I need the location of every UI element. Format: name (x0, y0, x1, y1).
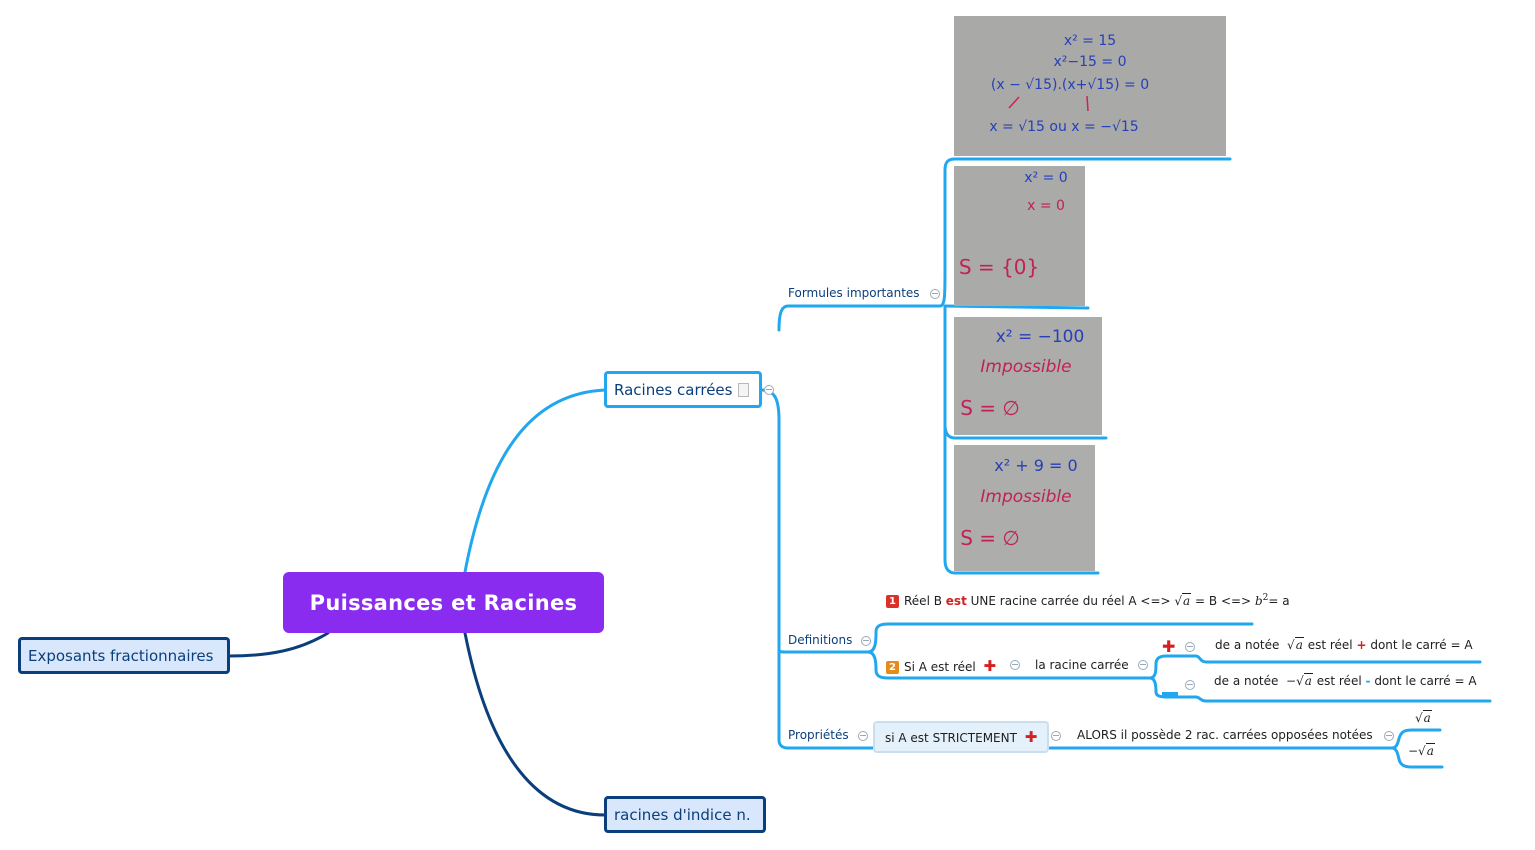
condition-label: si A est STRICTEMENT (885, 731, 1017, 745)
topic-exposants-fractionnaires[interactable]: Exposants fractionnaires (18, 637, 230, 674)
collapse-toggle-icon[interactable] (764, 385, 774, 395)
neg-sqrt-a: −√a (1286, 673, 1313, 688)
minus-tail: dont le carré = A (1374, 674, 1477, 688)
minus-post: est réel (1316, 674, 1362, 688)
topic-label: racines d'indice n. (614, 805, 751, 824)
negative-root-definition[interactable]: de a notée −√a est réel - dont le carré … (1214, 673, 1477, 688)
collapse-toggle-icon[interactable] (1384, 731, 1394, 741)
handwriting-image: x² + 9 = 0 Impossible S = ∅ (954, 445, 1095, 571)
def1-text: Réel B (904, 594, 942, 608)
def1-text-3: = B <=> (1195, 594, 1252, 608)
neg-sqrt-a: −√a (1408, 743, 1435, 758)
collapse-toggle-icon[interactable] (1138, 660, 1148, 670)
formula-image-2[interactable]: x² = 0 x = 0 S = {0} (954, 166, 1085, 306)
formula-image-1[interactable]: x² = 15 x²−15 = 0 (x − √15).(x+√15) = 0 … (954, 16, 1226, 156)
positive-root[interactable]: √a (1415, 710, 1432, 725)
def1-text-2: UNE racine carrée du réel A <=> (970, 594, 1171, 608)
sqrt-a: √a (1415, 710, 1432, 725)
minus-sign-icon: - (1365, 674, 1371, 688)
sqrt-a: √a (1287, 637, 1304, 652)
photo4-line2: Impossible (980, 487, 1071, 507)
note-icon[interactable] (738, 382, 750, 397)
collapse-toggle-icon[interactable] (858, 731, 868, 741)
handwriting-image: x² = 0 x = 0 S = {0} (954, 166, 1085, 306)
collapse-toggle-icon[interactable] (1185, 642, 1195, 652)
subtopic-proprietes[interactable]: Propriétés (788, 728, 849, 742)
central-topic[interactable]: Puissances et Racines (283, 572, 604, 633)
priority-badge: 1 (886, 595, 899, 608)
subtopic-formules[interactable]: Formules importantes (788, 286, 920, 300)
handwriting-image: x² = −100 Impossible S = ∅ (954, 317, 1102, 435)
photo1-line4: x = √15 ou x = −√15 (989, 119, 1138, 135)
plus-post: est réel (1307, 638, 1353, 652)
def1-est: est (945, 594, 967, 608)
def2-condition: Si A est réel (904, 660, 976, 674)
photo1-line1: x² = 15 (1064, 33, 1116, 49)
photo3-line1: x² = −100 (996, 327, 1085, 347)
condition-strictement[interactable]: si A est STRICTEMENT ✚ (873, 721, 1050, 753)
photo2-line1: x² = 0 (1024, 170, 1067, 186)
collapse-toggle-icon[interactable] (930, 289, 940, 299)
plus-tail: dont le carré = A (1370, 638, 1473, 652)
def1-text-4: = a (1268, 594, 1290, 608)
alors-statement[interactable]: ALORS il possède 2 rac. carrées opposées… (1077, 728, 1373, 742)
negative-root[interactable]: −√a (1408, 743, 1435, 758)
collapse-toggle-icon[interactable] (861, 636, 871, 646)
handwriting-image: x² = 15 x²−15 = 0 (x − √15).(x+√15) = 0 … (954, 16, 1226, 156)
topic-label: Racines carrées (614, 380, 733, 399)
subtopic-label: Propriétés (788, 728, 849, 742)
priority-badge: 2 (886, 661, 899, 674)
photo2-line3: S = {0} (959, 255, 1039, 279)
photo4-line3: S = ∅ (960, 526, 1020, 550)
formula-image-3[interactable]: x² = −100 Impossible S = ∅ (954, 317, 1102, 435)
alors-text: ALORS il possède 2 rac. carrées opposées… (1077, 728, 1373, 742)
definition-1[interactable]: 1 Réel B est UNE racine carrée du réel A … (886, 593, 1290, 608)
photo3-line2: Impossible (980, 357, 1071, 377)
positive-root-definition[interactable]: de a notée √a est réel + dont le carré =… (1215, 637, 1473, 652)
photo3-line3: S = ∅ (960, 396, 1020, 420)
collapse-toggle-icon[interactable] (1010, 660, 1020, 670)
plus-pre: de a notée (1215, 638, 1280, 652)
central-title: Puissances et Racines (309, 590, 578, 615)
photo2-line2: x = 0 (1027, 198, 1065, 214)
subtopic-label: Formules importantes (788, 286, 920, 300)
plus-icon: ✚ (1024, 728, 1038, 746)
root-label-node[interactable]: la racine carrée (1035, 658, 1129, 672)
definition-2[interactable]: 2 Si A est réel ✚ (886, 657, 996, 675)
minus-pre: de a notée (1214, 674, 1279, 688)
topic-label: Exposants fractionnaires (28, 646, 214, 665)
collapse-toggle-icon[interactable] (1051, 731, 1061, 741)
photo4-line1: x² + 9 = 0 (994, 456, 1077, 475)
formula-image-4[interactable]: x² + 9 = 0 Impossible S = ∅ (954, 445, 1095, 571)
subtopic-definitions[interactable]: Definitions (788, 633, 852, 647)
topic-racines-indice-n[interactable]: racines d'indice n. (604, 796, 766, 833)
plus-icon: ✚ (1162, 637, 1176, 656)
plus-sign-icon: + (1356, 638, 1367, 652)
topic-racines-carrees[interactable]: Racines carrées (604, 371, 762, 408)
root-label: la racine carrée (1035, 658, 1129, 672)
subtopic-label: Definitions (788, 633, 853, 647)
collapse-toggle-icon[interactable] (1185, 680, 1195, 690)
plus-icon: ✚ (983, 657, 997, 675)
sqrt-a: √a (1174, 593, 1192, 608)
photo1-line2: x²−15 = 0 (1054, 54, 1127, 70)
b-squared: b2 (1254, 593, 1269, 608)
minus-icon (1162, 683, 1178, 702)
photo1-line3: (x − √15).(x+√15) = 0 (991, 77, 1149, 93)
